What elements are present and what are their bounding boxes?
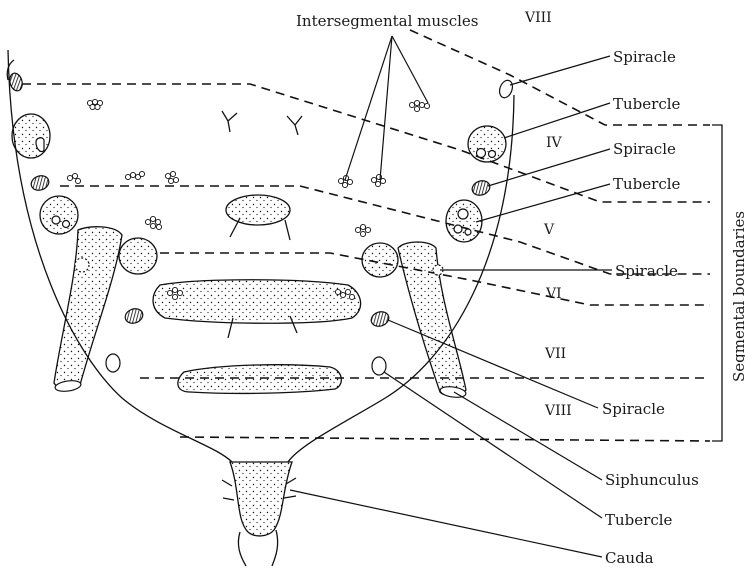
label-spiracle-4: Spiracle xyxy=(602,400,665,418)
label-spiracle-2: Spiracle xyxy=(613,140,676,158)
segment-boundaries xyxy=(22,30,710,441)
label-tubercle-3: Tubercle xyxy=(605,511,673,529)
label-tubercle-2: Tubercle xyxy=(613,175,681,193)
label-spiracle-1: Spiracle xyxy=(613,48,676,66)
label-spiracle-3: Spiracle xyxy=(615,262,678,280)
segmental-boundaries-bracket xyxy=(712,125,722,441)
label-segment-iv: IV xyxy=(546,135,563,151)
label-segment-v: V xyxy=(543,222,555,238)
label-tubercle-1: Tubercle xyxy=(613,95,681,113)
cauda xyxy=(222,462,296,566)
label-segment-viii-bottom: VIII xyxy=(544,403,572,419)
label-segment-viii-top: VIII xyxy=(524,10,552,26)
dorsal-sclerites xyxy=(153,195,361,393)
labels: Intersegmental muscles VIII Spiracle Tub… xyxy=(296,10,745,567)
label-segment-vi: VI xyxy=(545,286,562,302)
label-siphunculus: Siphunculus xyxy=(605,471,699,489)
label-cauda: Cauda xyxy=(605,549,654,567)
label-segmental-boundaries: Segmental boundaries xyxy=(730,211,745,382)
label-segment-vii: VII xyxy=(544,346,566,362)
label-intersegmental-muscles: Intersegmental muscles xyxy=(296,12,479,30)
